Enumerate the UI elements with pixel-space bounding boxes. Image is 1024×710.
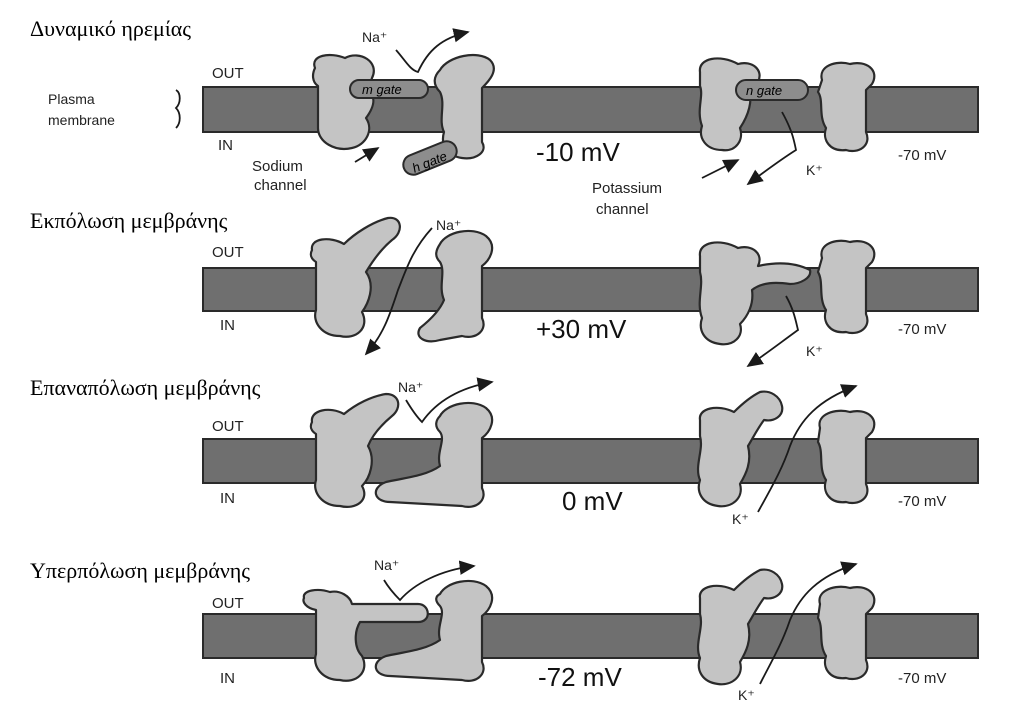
potassium-channel-left	[696, 390, 784, 508]
potassium-channel-left	[696, 568, 784, 686]
na-arrow	[364, 227, 433, 356]
k-label: K⁺	[732, 511, 749, 527]
sodium-channel-right	[374, 579, 494, 682]
potassium-channel-right	[816, 61, 876, 153]
m-gate	[349, 79, 429, 99]
n-gate	[735, 79, 809, 101]
plasma-label: Plasma	[48, 91, 95, 107]
panel-title: Δυναμικό ηρεμίας	[30, 16, 191, 41]
na-label: Na⁺	[436, 217, 461, 233]
sodium-label: Sodium	[252, 158, 303, 175]
na-arrow	[383, 560, 476, 602]
out-label: OUT	[212, 418, 244, 435]
k-label: K⁺	[806, 343, 823, 359]
in-label: IN	[220, 317, 235, 334]
sodium-channel-label: channel	[254, 177, 307, 194]
right-voltage: -70 mV	[898, 321, 946, 338]
sodium-channel-left	[309, 216, 401, 338]
sodium-channel-right	[433, 53, 495, 160]
voltage-readout: -72 mV	[538, 662, 622, 692]
in-label: IN	[220, 490, 235, 507]
potassium-channel-right	[816, 585, 876, 681]
sodium-channel-left	[309, 392, 400, 508]
voltage-readout: -10 mV	[536, 137, 620, 167]
panel-title: Επαναπόλωση μεμβράνης	[30, 375, 261, 400]
right-voltage: -70 mV	[898, 493, 946, 510]
n-gate-label: n gate	[746, 83, 782, 98]
sodium-channel-right	[417, 229, 494, 343]
panel-title: Υπερπόλωση μεμβράνης	[30, 558, 250, 583]
out-label: OUT	[212, 595, 244, 612]
potassium-channel-left	[698, 57, 761, 152]
membrane-label: membrane	[48, 112, 115, 128]
membrane-bracket	[174, 89, 181, 129]
panel-hyperpolarization: Υπερπόλωση μεμβράνης OUT IN Na⁺ -72 mV K…	[30, 557, 979, 703]
right-voltage: -70 mV	[898, 147, 946, 164]
voltage-readout: +30 mV	[536, 314, 627, 344]
potassium-channel-right	[816, 409, 876, 505]
panel-repolarization: Επαναπόλωση μεμβράνης OUT IN Na⁺ 0 mV K⁺…	[30, 375, 979, 527]
out-label: OUT	[212, 65, 244, 82]
na-label: Na⁺	[374, 557, 399, 573]
k-arrow	[746, 111, 798, 186]
na-label: Na⁺	[362, 29, 387, 45]
k-arrow	[759, 561, 858, 685]
potassium-label: Potassium	[592, 180, 662, 197]
panel-resting: Δυναμικό ηρεμίας OUT IN Plasma membrane …	[30, 16, 979, 218]
na-arrow	[395, 28, 470, 74]
na-arrow	[405, 377, 494, 424]
panel-depolarization: Εκπόλωση μεμβράνης OUT IN Na⁺ +30 mV K⁺ …	[30, 208, 979, 367]
k-label: K⁺	[806, 162, 823, 178]
sodium-pointer	[354, 147, 380, 163]
m-gate-label: m gate	[362, 82, 402, 97]
sodium-channel-left	[302, 588, 429, 682]
in-label: IN	[220, 670, 235, 687]
potassium-channel-label: channel	[596, 201, 649, 218]
k-arrow	[746, 295, 800, 367]
in-label: IN	[218, 137, 233, 154]
voltage-readout: 0 mV	[562, 486, 623, 516]
right-voltage: -70 mV	[898, 670, 946, 687]
potassium-channel-left	[698, 241, 812, 346]
sodium-channel-left	[311, 53, 375, 150]
h-gate	[402, 140, 458, 176]
sodium-channel-right	[374, 401, 494, 508]
k-arrow	[757, 384, 858, 513]
panel-title: Εκπόλωση μεμβράνης	[30, 208, 228, 233]
potassium-pointer	[701, 159, 740, 179]
potassium-channel-right	[816, 239, 876, 335]
na-label: Na⁺	[398, 379, 423, 395]
out-label: OUT	[212, 244, 244, 261]
k-label: K⁺	[738, 687, 755, 703]
